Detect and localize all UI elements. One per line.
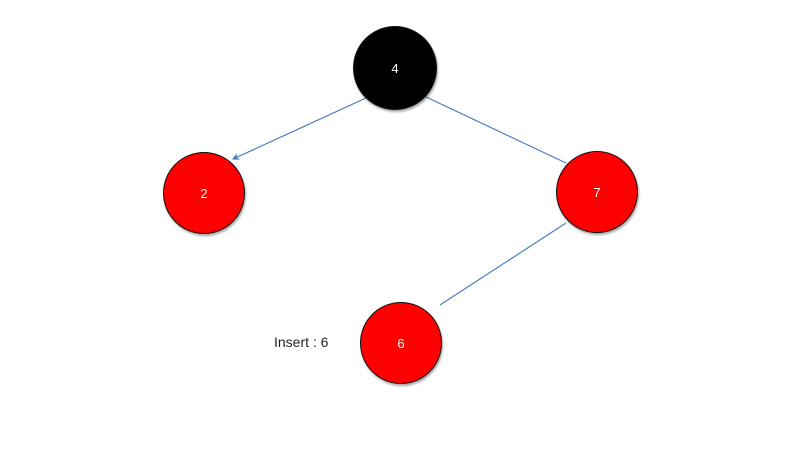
- tree-node-7[interactable]: 7: [556, 151, 638, 233]
- edge-n4-n7: [423, 95, 567, 164]
- tree-node-4[interactable]: 4: [353, 26, 437, 110]
- tree-node-6[interactable]: 6: [360, 302, 442, 384]
- tree-node-7-label: 7: [593, 184, 601, 200]
- edge-n7-n6: [439, 222, 567, 306]
- insert-caption: Insert : 6: [274, 334, 329, 350]
- tree-node-2-label: 2: [200, 185, 208, 201]
- tree-node-6-label: 6: [397, 335, 405, 351]
- tree-node-4-label: 4: [391, 60, 399, 76]
- edge-n4-n2: [231, 97, 367, 160]
- tree-node-2[interactable]: 2: [163, 152, 245, 234]
